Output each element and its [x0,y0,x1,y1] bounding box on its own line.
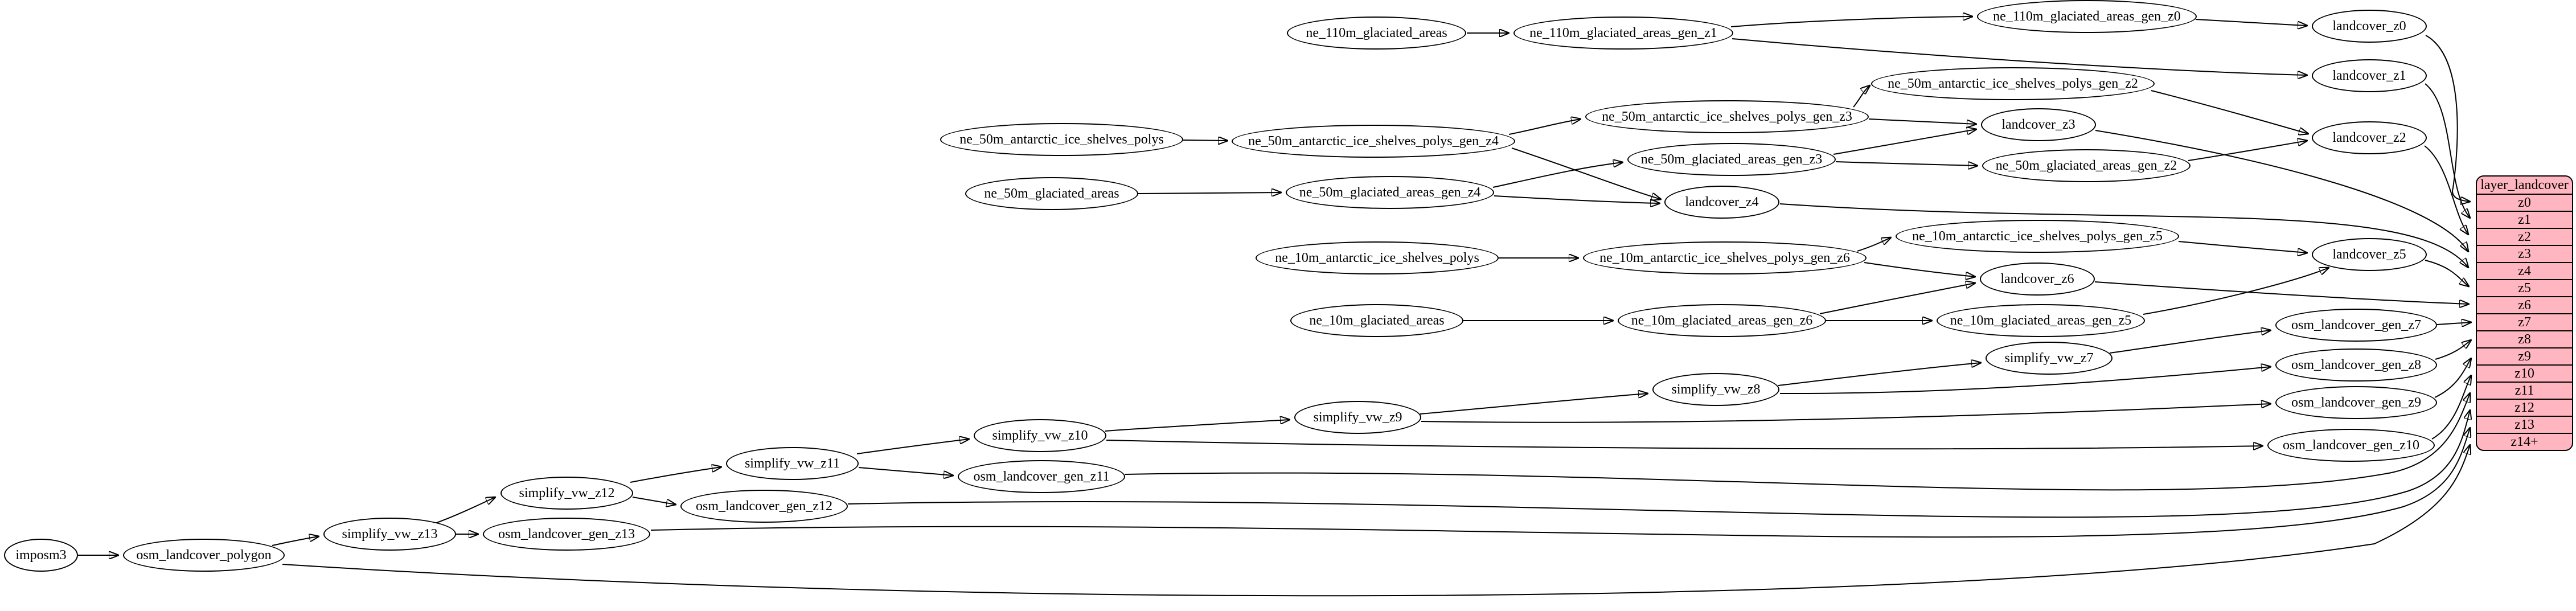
node-simplify_vw_z11: simplify_vw_z11 [726,447,859,480]
node-ne_50m_glaciated_areas_gen_z4: ne_50m_glaciated_areas_gen_z4 [1286,176,1494,209]
node-osm_landcover_gen_z11: osm_landcover_gen_z11 [958,460,1125,493]
node-simplify_vw_z9: simplify_vw_z9 [1294,401,1421,434]
node-osm_landcover_gen_z13: osm_landcover_gen_z13 [483,518,650,551]
node-ne_50m_antarctic_ice_shelves_polys_gen_z2: ne_50m_antarctic_ice_shelves_polys_gen_z… [1871,67,2155,100]
node-simplify_vw_z7: simplify_vw_z7 [1986,342,2113,375]
node-ne_50m_glaciated_areas_gen_z2: ne_50m_glaciated_areas_gen_z2 [1982,149,2191,182]
table-title: layer_landcover [2480,178,2569,192]
table-row-z1: z1 [2477,211,2572,228]
node-simplify_vw_z10: simplify_vw_z10 [974,419,1106,452]
table-row-z2: z2 [2477,228,2572,245]
node-landcover_z6: landcover_z6 [1980,263,2095,296]
node-ne_50m_antarctic_ice_shelves_polys_gen_z4: ne_50m_antarctic_ice_shelves_polys_gen_z… [1232,125,1515,158]
node-landcover_z1: landcover_z1 [2312,59,2427,92]
node-osm_landcover_polygon: osm_landcover_polygon [123,539,285,572]
table-row-z6: z6 [2477,296,2572,313]
node-ne_50m_antarctic_ice_shelves_polys: ne_50m_antarctic_ice_shelves_polys [940,123,1183,156]
node-landcover_z3: landcover_z3 [1981,108,2096,141]
table-row-z13: z13 [2477,416,2572,433]
table-row-z10: z10 [2477,364,2572,382]
table-row-z3: z3 [2477,245,2572,262]
node-simplify_vw_z12: simplify_vw_z12 [501,477,633,510]
node-ne_50m_glaciated_areas: ne_50m_glaciated_areas [965,177,1138,210]
node-ne_50m_antarctic_ice_shelves_polys_gen_z3: ne_50m_antarctic_ice_shelves_polys_gen_z… [1585,100,1869,133]
node-osm_landcover_gen_z10: osm_landcover_gen_z10 [2267,429,2435,462]
node-ne_110m_glaciated_areas_gen_z0: ne_110m_glaciated_areas_gen_z0 [1977,0,2197,33]
layer-landcover-table: layer_landcover z0 z1 z2 z3 z4 z5 z6 z7 … [2476,175,2573,451]
node-ne_10m_glaciated_areas: ne_10m_glaciated_areas [1290,304,1463,337]
node-ne_10m_glaciated_areas_gen_z6: ne_10m_glaciated_areas_gen_z6 [1618,304,1826,337]
node-osm_landcover_gen_z7: osm_landcover_gen_z7 [2275,309,2437,342]
node-ne_10m_antarctic_ice_shelves_polys_gen_z5: ne_10m_antarctic_ice_shelves_polys_gen_z… [1896,220,2179,253]
table-row-z0: z0 [2477,194,2572,211]
node-ne_110m_glaciated_areas: ne_110m_glaciated_areas [1287,17,1466,50]
node-simplify_vw_z13: simplify_vw_z13 [323,518,456,551]
node-ne_10m_glaciated_areas_gen_z5: ne_10m_glaciated_areas_gen_z5 [1937,304,2145,337]
table-row-z9: z9 [2477,347,2572,364]
table-row-z14plus: z14+ [2477,433,2572,450]
node-ne_10m_antarctic_ice_shelves_polys_gen_z6: ne_10m_antarctic_ice_shelves_polys_gen_z… [1583,241,1867,274]
node-osm_landcover_gen_z12: osm_landcover_gen_z12 [680,490,848,523]
node-landcover_z2: landcover_z2 [2312,121,2427,154]
node-osm_landcover_gen_z8: osm_landcover_gen_z8 [2275,348,2437,382]
node-simplify_vw_z8: simplify_vw_z8 [1652,373,1779,406]
node-ne_50m_glaciated_areas_gen_z3: ne_50m_glaciated_areas_gen_z3 [1627,143,1836,176]
table-row-z11: z11 [2477,382,2572,399]
table-row-z7: z7 [2477,313,2572,330]
node-ne_10m_antarctic_ice_shelves_polys: ne_10m_antarctic_ice_shelves_polys [1256,241,1499,274]
table-row-z8: z8 [2477,330,2572,347]
node-landcover_z4: landcover_z4 [1664,186,1779,219]
table-row-z12: z12 [2477,399,2572,416]
node-landcover_z0: landcover_z0 [2312,10,2427,43]
table-row-z5: z5 [2477,279,2572,296]
node-landcover_z5: landcover_z5 [2312,238,2427,271]
table-row-z4: z4 [2477,262,2572,279]
node-imposm3: imposm3 [4,539,78,572]
node-osm_landcover_gen_z9: osm_landcover_gen_z9 [2275,386,2437,419]
node-ne_110m_glaciated_areas_gen_z1: ne_110m_glaciated_areas_gen_z1 [1513,17,1733,50]
